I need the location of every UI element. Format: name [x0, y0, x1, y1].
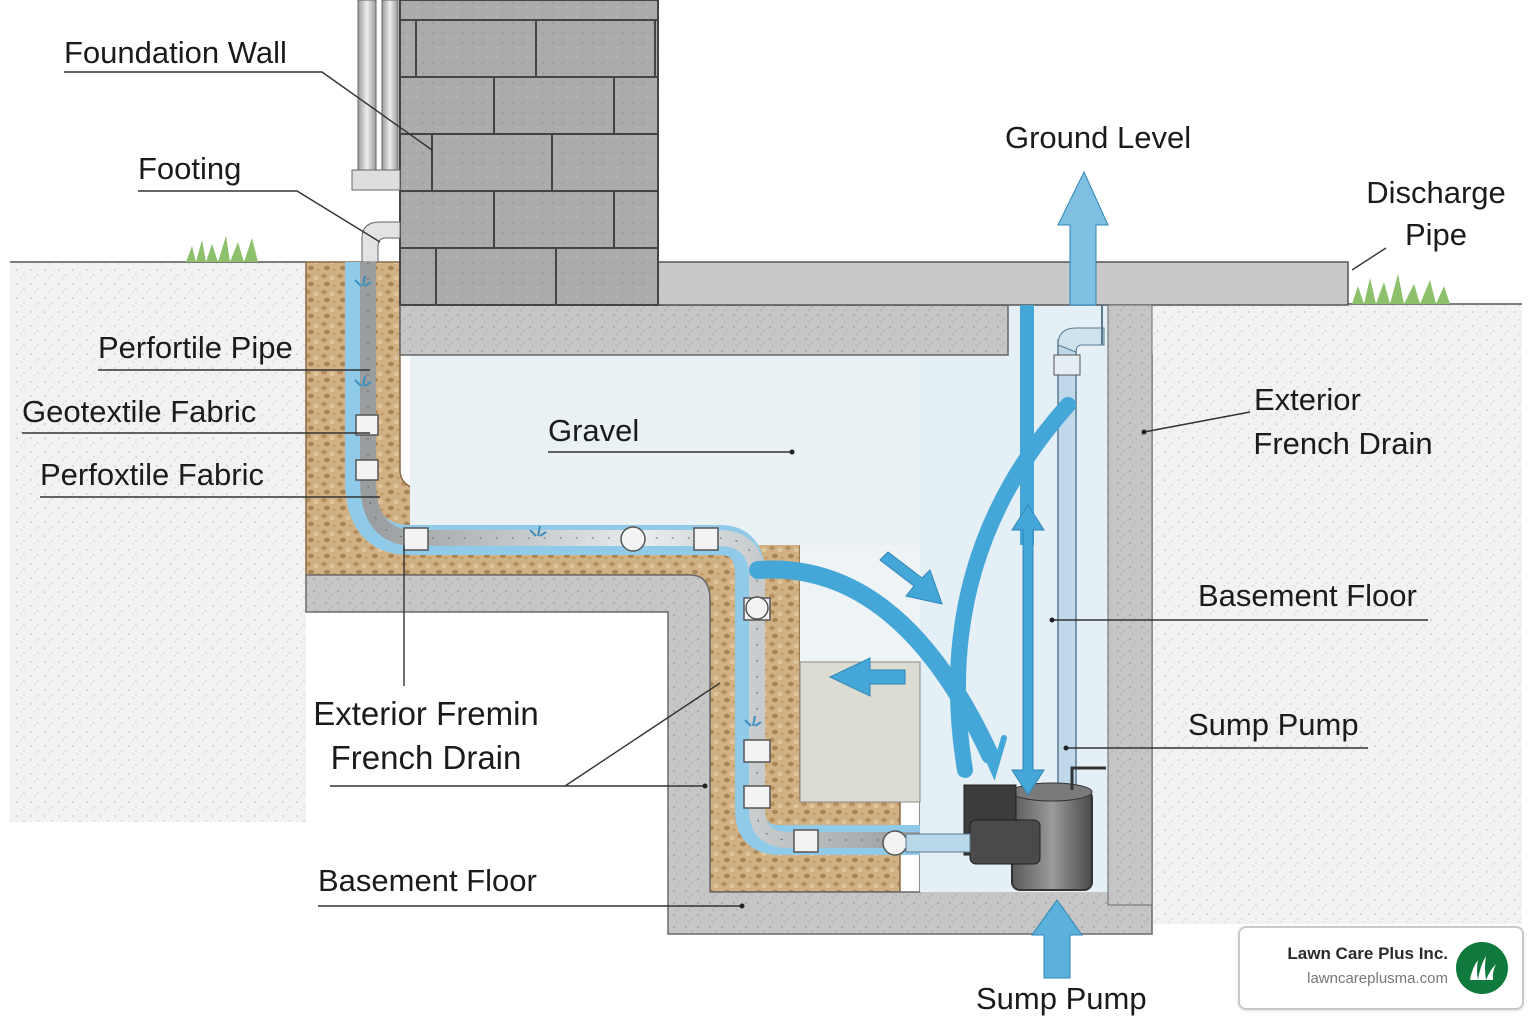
soil-left [10, 261, 306, 822]
label-perfoxtile-fabric: Perfoxtile Fabric [40, 457, 264, 492]
grass-right [1352, 274, 1450, 304]
label-foundation-wall: Foundation Wall [64, 35, 287, 70]
flow-arrows [828, 170, 1109, 979]
brand-badge[interactable]: Lawn Care Plus Inc. lawncareplusma.com [1238, 926, 1524, 1010]
grass-left [186, 236, 258, 262]
label-discharge-pipe-line2: Pipe [1404, 217, 1468, 252]
label-exterior-fremin-french-drain: Exterior Fremin French Drain [296, 697, 556, 775]
slab-top [657, 261, 1349, 306]
label-sump-pump-right: Sump Pump [1188, 707, 1359, 742]
label-gravel: Gravel [548, 413, 640, 448]
water-splashes [354, 275, 762, 727]
label-footing: Footing [138, 151, 242, 186]
label-exterior-french-drain-line1: Exterior [1254, 382, 1361, 417]
label-ground-level: Ground Level [1005, 120, 1192, 155]
label-sump-pump-bottom: Sump Pump [976, 981, 1147, 1016]
foundation-wall-blocks [399, 0, 659, 306]
label-exterior-french-drain: Exterior French Drain [1244, 383, 1442, 461]
label-exterior-fremin-line1: Exterior Fremin [313, 695, 539, 732]
label-perfortile-pipe: Perfortile Pipe [98, 330, 293, 365]
label-exterior-fremin-line2: French Drain [330, 739, 522, 776]
interior-space [410, 355, 920, 545]
grass-leaf-icon [1456, 942, 1508, 994]
label-geotextile-fabric: Geotextile Fabric [22, 394, 257, 429]
brand-url[interactable]: lawncareplusma.com [1307, 970, 1448, 987]
label-exterior-french-drain-line2: French Drain [1253, 426, 1433, 461]
downspout-pipe [351, 0, 401, 263]
leader-lines [22, 71, 1428, 907]
label-basement-floor-bottom: Basement Floor [318, 863, 537, 898]
label-basement-floor-right: Basement Floor [1198, 578, 1417, 613]
soil-right [1152, 303, 1522, 924]
label-discharge-pipe: Discharge Pipe [1362, 176, 1510, 252]
wall-right-concrete [1107, 304, 1153, 906]
label-discharge-pipe-line1: Discharge [1366, 175, 1506, 210]
leader-dots [702, 429, 1147, 909]
flow-curves [749, 397, 1076, 781]
brand-name: Lawn Care Plus Inc. [1287, 944, 1448, 963]
pipe-fittings [355, 414, 908, 856]
floor-slab [399, 304, 1009, 356]
